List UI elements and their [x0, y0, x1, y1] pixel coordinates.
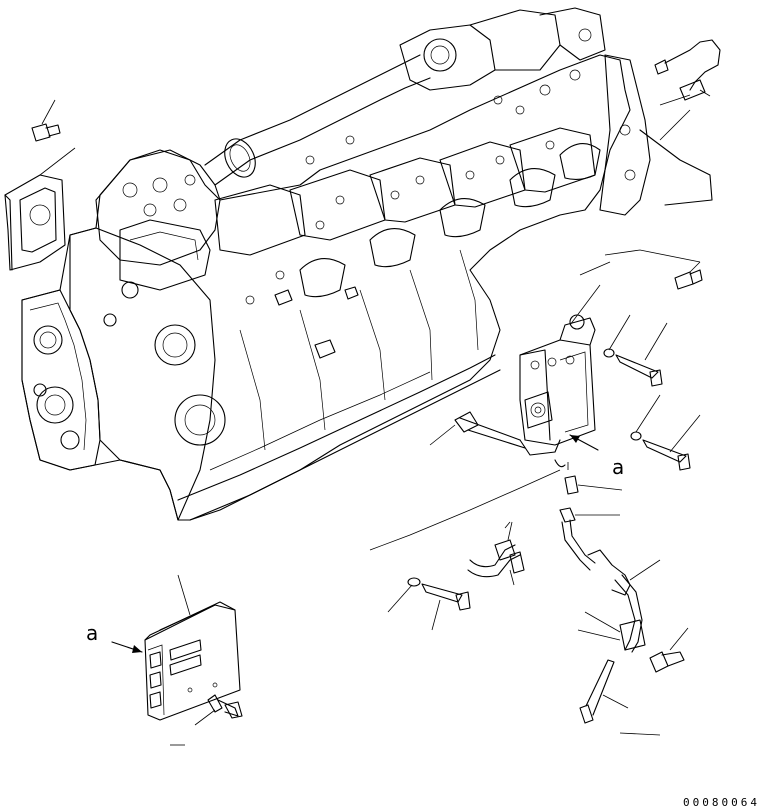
- washer-illustration-2: [630, 394, 661, 441]
- cover-plate-illustration: [4, 147, 76, 271]
- bracket-illustration: [429, 314, 596, 468]
- drawing-code: 00080064: [683, 796, 760, 809]
- bolt-illustration-1: [615, 322, 668, 387]
- bolt-illustration-6: [194, 694, 243, 726]
- ref-label-a-right: a: [612, 455, 624, 479]
- washer-illustration-3: [387, 577, 421, 613]
- bolt-illustration-5: [421, 583, 471, 631]
- sensor-cable-illustration: [639, 39, 721, 206]
- pipe-illustration: [559, 462, 661, 653]
- ref-label-a-left: a: [86, 621, 98, 645]
- bolt-illustration-4: [579, 659, 629, 724]
- washer-illustration-1: [603, 314, 631, 358]
- sensor-illustration-topleft: [31, 99, 61, 142]
- bolt-illustration-3: [649, 627, 689, 673]
- sensor-illustration-midright: [579, 249, 703, 290]
- clamp-illustration: [577, 611, 646, 651]
- engine-block-illustration: [21, 7, 651, 521]
- wire-harness-illustration: [467, 521, 525, 586]
- ref-arrow-a-right: a: [569, 434, 624, 479]
- controller-unit-illustration: a: [86, 574, 241, 721]
- bolt-illustration-2: [642, 414, 701, 471]
